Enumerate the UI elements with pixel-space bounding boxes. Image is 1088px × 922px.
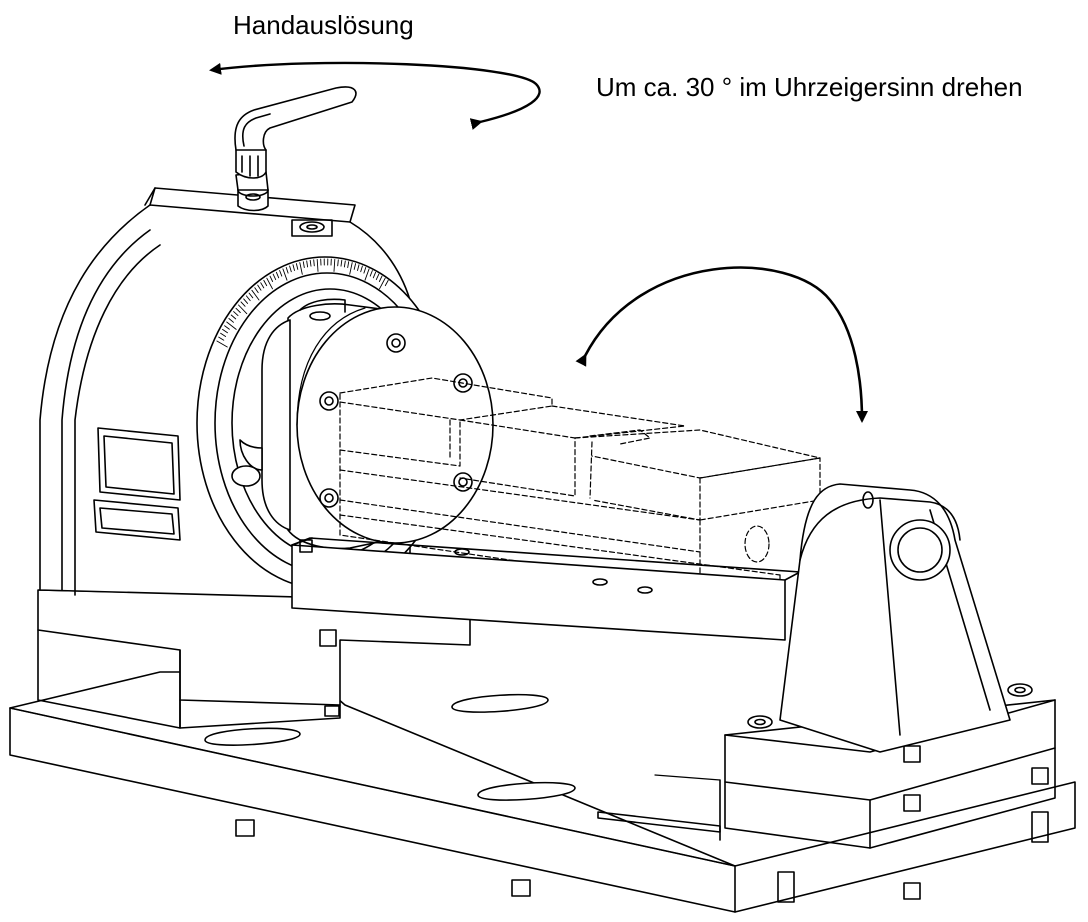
- release-lever-handle: [235, 87, 356, 211]
- scale-tick: [338, 260, 339, 266]
- tailstock-support: [725, 484, 1055, 848]
- scale-tick: [314, 260, 315, 266]
- manual-release-label: Handauslösung: [233, 12, 414, 38]
- swivel-rotation-arrow: [585, 268, 862, 420]
- rotate-instruction-label: Um ca. 30 ° im Uhrzeigersinn drehen: [596, 74, 1023, 100]
- release-rotation-arrow: [212, 63, 540, 122]
